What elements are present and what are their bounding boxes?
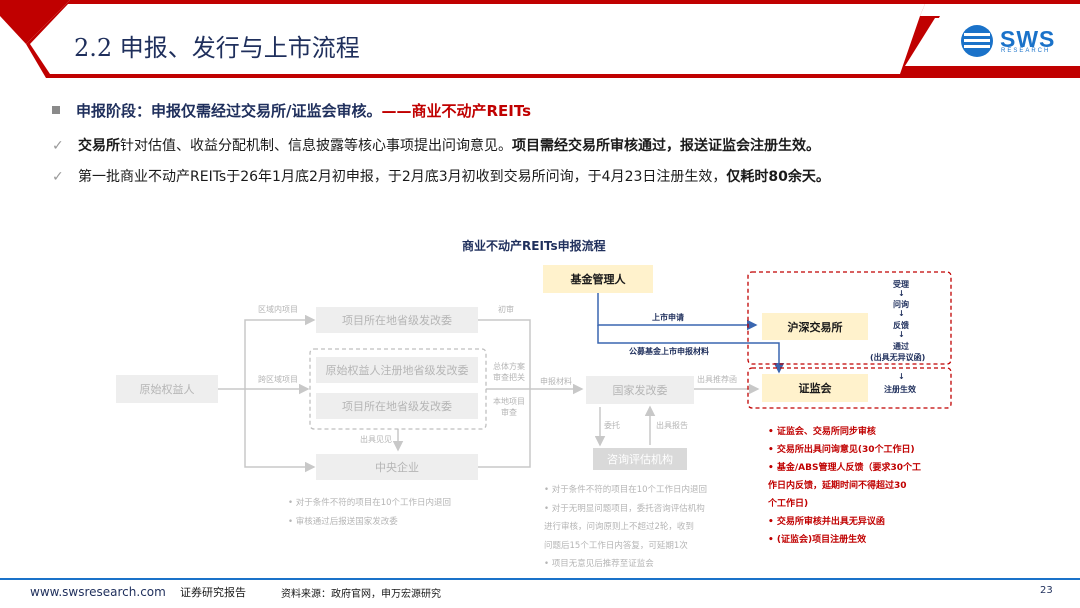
notes-middle: • 对于条件不符的项目在10个工作日内退回 • 对于无明显问题项目，委托咨询评估… [544, 481, 707, 574]
line1-text: 针对估值、收益分配机制、信息披露等核心事项提出问询意见。 [120, 138, 512, 154]
heading-highlight: ——商业不动产REITs [381, 102, 532, 120]
label-issue-recommend: 出具推荐函 [697, 375, 737, 384]
arrow-down-3: ↓ [898, 330, 905, 339]
note-item: • 交易所出具问询意见(30个工作日) [768, 445, 915, 455]
heading-text: 申报阶段：申报仅需经过交易所/证监会审核。 [76, 102, 382, 120]
arrow-down-4: ↓ [898, 372, 905, 381]
label-first-review: 初审 [498, 305, 514, 314]
label-cross-region: 跨区域项目 [258, 375, 298, 384]
central-soe-box: 中央企业 [316, 454, 478, 480]
note-item: • 项目无意见后推荐至证监会 [544, 559, 654, 569]
label-fund-materials: 公募基金上市申报材料 [629, 347, 709, 356]
note-item: 个工作日) [768, 499, 809, 509]
note-item: • 对于条件不符的项目在10个工作日内退回 [544, 485, 708, 495]
step-accept: 受理 [893, 280, 909, 289]
page-title: 2.2 申报、发行与上市流程 [74, 34, 360, 62]
step-inquiry: 问询 [893, 300, 909, 309]
footer-url-link[interactable]: www.swsresearch.com [30, 585, 166, 599]
label-overall-plan-1: 总体方案 [493, 362, 525, 371]
label-overall-plan-2: 审查把关 [493, 373, 525, 382]
provincial-ndrc-box: 项目所在地省级发改委 [316, 307, 478, 333]
step-feedback: 反馈 [893, 321, 909, 330]
logo-text: SWS [1000, 26, 1056, 52]
label-listing-apply: 上市申请 [652, 313, 684, 322]
header-banner [0, 0, 1080, 78]
step-pass-note: (出具无异议函) [870, 353, 926, 362]
label-local-project-1: 本地项目 [493, 397, 525, 406]
check-icon: ✓ [52, 169, 64, 185]
ndrc-box: 国家发改委 [586, 376, 694, 404]
label-submit-materials: 申报材料 [540, 377, 572, 386]
note-item: • 对于无明显问题项目，委托咨询评估机构 [544, 503, 705, 514]
line2-text: 第一批商业不动产REITs于26年1月底2月初申报，于2月底3月初收到交易所问询… [78, 169, 727, 185]
note-item: • (证监会)项目注册生效 [768, 535, 867, 545]
footer-source: 资料来源：政府官网，申万宏源研究 [281, 589, 441, 600]
note-item: • 对于条件不符的项目在10个工作日内退回 [288, 498, 452, 508]
arrow-down-1: ↓ [898, 289, 905, 298]
fund-manager-box: 基金管理人 [543, 265, 653, 293]
note-item: 进行审核，问询原则上不超过2轮，收到 [544, 522, 694, 532]
note-item: • 交易所审核并出具无异议函 [768, 517, 885, 527]
consulting-agency-box: 咨询评估机构 [593, 448, 687, 470]
line1-bold-a: 交易所 [78, 138, 120, 154]
step-register-effect: 注册生效 [884, 385, 916, 394]
note-item: 问题后15个工作日内答复，可延期1次 [544, 540, 688, 551]
bullet-heading: 申报阶段：申报仅需经过交易所/证监会审核。——商业不动产REITs [52, 100, 531, 121]
label-issue-report: 出具报告 [656, 421, 688, 430]
sse-box: 沪深交易所 [762, 313, 868, 340]
line2-bold: 仅耗时80余天。 [726, 169, 830, 185]
note-item: • 审核通过后报送国家发改委 [288, 517, 398, 527]
project-provincial-ndrc-box: 项目所在地省级发改委 [316, 393, 478, 419]
sws-logo-icon [961, 25, 993, 57]
bullet-line-2: ✓ 第一批商业不动产REITs于26年1月底2月初申报，于2月底3月初收到交易所问… [52, 166, 830, 186]
bullet-line-1: ✓ 交易所针对估值、收益分配机制、信息披露等核心事项提出问询意见。项目需经交易所审… [52, 135, 820, 155]
note-item: • 证监会、交易所同步审核 [768, 427, 876, 437]
label-issue-opinion: 出具见见 [360, 435, 392, 444]
csrc-box: 证监会 [762, 374, 868, 402]
owner-provincial-ndrc-box: 原始权益人注册地省级发改委 [316, 357, 478, 383]
logo-subtext: RESEARCH [1001, 48, 1051, 54]
diagram-title: 商业不动产REITs申报流程 [462, 239, 606, 253]
label-entrust: 委托 [604, 421, 620, 430]
arrow-down-2: ↓ [898, 309, 905, 318]
footer-divider [0, 578, 1080, 580]
label-local-project-2: 审查 [501, 408, 517, 417]
line1-bold-b: 项目需经交易所审核通过，报送证监会注册生效。 [512, 138, 820, 154]
check-icon: ✓ [52, 138, 64, 154]
label-in-region: 区域内项目 [258, 305, 298, 314]
step-pass: 通过 [893, 342, 909, 351]
footer-report-type: 证券研究报告 [180, 586, 246, 599]
original-owner-box: 原始权益人 [116, 375, 218, 403]
square-bullet-icon [52, 106, 60, 114]
page-number: 23 [1040, 585, 1053, 596]
note-item: • 基金/ABS管理人反馈（要求30个工 [768, 463, 922, 473]
notes-right: • 证监会、交易所同步审核 • 交易所出具问询意见(30个工作日) • 基金/A… [768, 423, 921, 549]
notes-left: • 对于条件不符的项目在10个工作日内退回 • 审核通过后报送国家发改委 [288, 494, 451, 532]
note-item: 作日内反馈，延期时间不得超过30 [768, 481, 907, 491]
